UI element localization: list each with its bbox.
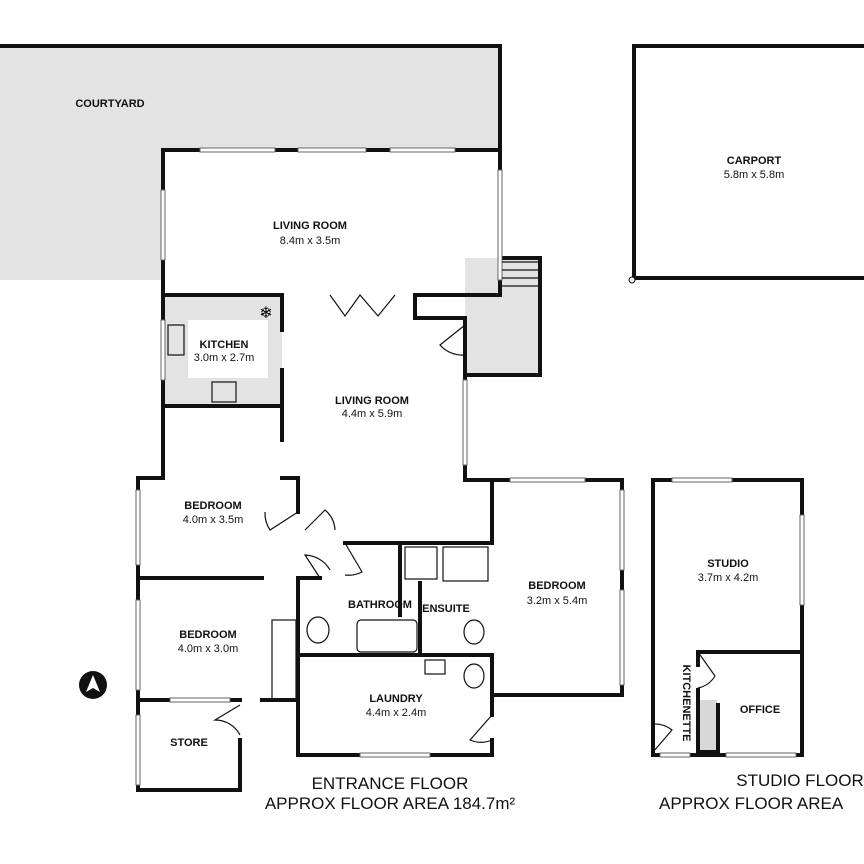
room-name: LAUNDRY	[369, 693, 423, 705]
bathtub	[356, 619, 418, 653]
room-dims: 4.0m x 3.5m	[183, 514, 244, 526]
sink-icon	[167, 324, 185, 356]
fixtures: ❄	[167, 261, 538, 689]
room-dims: 8.4m x 3.5m	[280, 235, 341, 247]
room-name: BEDROOM	[184, 500, 241, 512]
room-name: STUDIO	[707, 558, 749, 570]
room-name: OFFICE	[740, 704, 780, 716]
room-name: KITCHEN	[200, 339, 249, 351]
toilet-icon	[306, 616, 330, 644]
room-name: ENSUITE	[422, 603, 470, 615]
room-dims: 5.8m x 5.8m	[724, 169, 785, 181]
room-name: LIVING ROOM	[273, 220, 347, 232]
room-name: KITCHENETTE	[680, 665, 692, 742]
courtyard-wall	[0, 44, 502, 152]
room-name: BATHROOM	[348, 599, 412, 611]
kitchenette-counter	[697, 700, 717, 752]
shower	[442, 546, 489, 582]
floor-area: APPROX FLOOR AREA	[659, 794, 844, 813]
stove-icon	[211, 381, 237, 403]
room-name: LIVING ROOM	[335, 395, 409, 407]
floor-area: APPROX FLOOR AREA 184.7m²	[265, 794, 516, 813]
room-dims: 3.7m x 4.2m	[698, 572, 759, 584]
courtyard-area	[0, 46, 500, 280]
north-arrow-icon	[79, 671, 107, 699]
windows	[135, 147, 625, 786]
room-dims: 4.4m x 5.9m	[342, 408, 403, 420]
snowflake-icon: ❄	[259, 305, 272, 322]
floor-title: STUDIO FLOOR	[736, 771, 864, 790]
room-name: STORE	[170, 737, 208, 749]
room-dims: 4.4m x 2.4m	[366, 707, 427, 719]
doors	[212, 294, 493, 743]
room-name: BEDROOM	[179, 629, 236, 641]
kitchen-floor	[188, 320, 268, 378]
room-dims: 4.0m x 3.0m	[178, 643, 239, 655]
room-name: COURTYARD	[75, 98, 144, 110]
studio-floor-walls	[651, 477, 805, 758]
room-name: BEDROOM	[528, 580, 585, 592]
room-dims: 3.0m x 2.7m	[194, 352, 255, 364]
post-icon	[628, 276, 636, 284]
room-name: CARPORT	[727, 155, 782, 167]
room-dims: 3.2m x 5.4m	[527, 595, 588, 607]
floor-title: ENTRANCE FLOOR	[312, 774, 469, 793]
